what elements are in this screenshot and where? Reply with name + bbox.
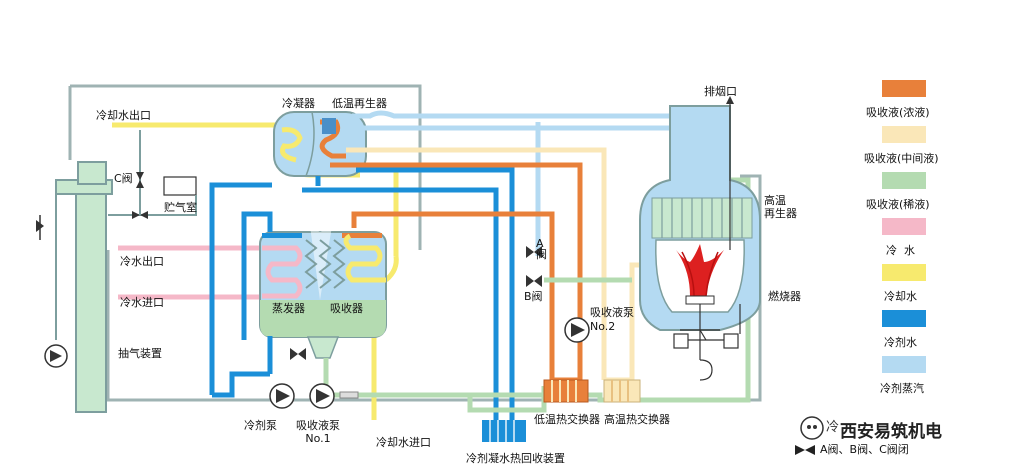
legend-label-vapour: 冷剂蒸汽	[880, 382, 924, 395]
valve-a-label: A 阀	[536, 237, 547, 261]
heat-recovery-device	[482, 420, 526, 442]
legend-swatch-dilute	[882, 172, 926, 189]
evaporator-label: 蒸发器	[272, 302, 305, 315]
valve-c-label: C阀	[114, 172, 133, 185]
absorbent-pump-2-label: 吸收液泵 No.2	[590, 306, 634, 333]
watermark-text: 西安易筑机电	[840, 422, 942, 442]
low-temp-generator-label: 低温再生器	[332, 97, 387, 110]
cooling-water-out-label: 冷却水出口	[96, 109, 151, 122]
legend-label-chilled: 冷 水	[886, 244, 915, 257]
valve-refrigerant	[290, 348, 306, 360]
legend-label-intermediate: 吸收液(中间液)	[864, 152, 939, 165]
refrigerant-pump	[269, 383, 295, 409]
absorber-label: 吸收器	[330, 302, 363, 315]
wechat-icon	[800, 416, 824, 440]
watermark-prefix: 冷	[826, 420, 840, 435]
gas-storage-label: 贮气室	[164, 201, 197, 214]
condenser-label: 冷凝器	[282, 97, 315, 110]
condenser-generator	[273, 111, 367, 177]
legend-swatch-refrigerant	[882, 310, 926, 327]
evaporator-coil	[262, 245, 303, 299]
valve-b-label: B阀	[524, 290, 543, 303]
burner-fuel-train	[673, 304, 741, 381]
purge-device-label: 抽气装置	[118, 347, 162, 360]
legend-swatch-chilled	[882, 218, 926, 235]
absorbent-pump-1-label: 吸收液泵 No.1	[296, 419, 340, 445]
legend-swatch-cooling	[882, 264, 926, 281]
high-temp-generator-label: 高温 再生器	[764, 194, 797, 220]
valve-a	[526, 246, 542, 258]
refrigerant-water-lines	[209, 167, 515, 440]
legend-label-strong: 吸收液(浓液)	[866, 106, 930, 119]
gas-storage	[108, 130, 197, 219]
legend-label-refrigerant: 冷剂水	[884, 336, 917, 349]
heat-recovery-label: 冷剂凝水热回收装置	[466, 452, 565, 465]
absorbent-pump-1	[309, 383, 359, 409]
valve-legend-icon	[795, 445, 815, 455]
intermediate-solution-lines	[346, 147, 640, 383]
legend-label-cooling: 冷却水	[884, 290, 917, 303]
high-temp-generator	[639, 96, 761, 331]
legend-swatch-strong	[882, 80, 926, 97]
chilled-water-in-label: 冷水进口	[120, 296, 164, 309]
low-temp-heat-exchanger	[543, 379, 589, 403]
absorber-coil	[343, 233, 386, 283]
low-temp-hx-label: 低温热交换器	[534, 413, 600, 426]
chilled-water-out-label: 冷水出口	[120, 255, 164, 268]
exhaust-label: 排烟口	[704, 85, 737, 98]
burner-label: 燃烧器	[768, 290, 801, 303]
legend-swatch-intermediate	[882, 126, 926, 143]
chilled-water-lines	[118, 245, 262, 300]
valve-legend-label: A阀、B阀、C阀闭	[820, 443, 909, 456]
legend-swatch-vapour	[882, 356, 926, 373]
legend-label-dilute: 吸收液(稀液)	[866, 198, 930, 211]
valve-b	[526, 275, 542, 287]
high-temp-hx-label: 高温热交换器	[604, 413, 670, 426]
absorbent-pump-2	[564, 317, 590, 343]
purge-device	[36, 161, 113, 413]
high-temp-heat-exchanger	[603, 379, 641, 403]
cooling-water-in-label: 冷却水进口	[376, 436, 431, 449]
refrigerant-pump-label: 冷剂泵	[244, 419, 277, 432]
main-vessel	[259, 226, 387, 359]
